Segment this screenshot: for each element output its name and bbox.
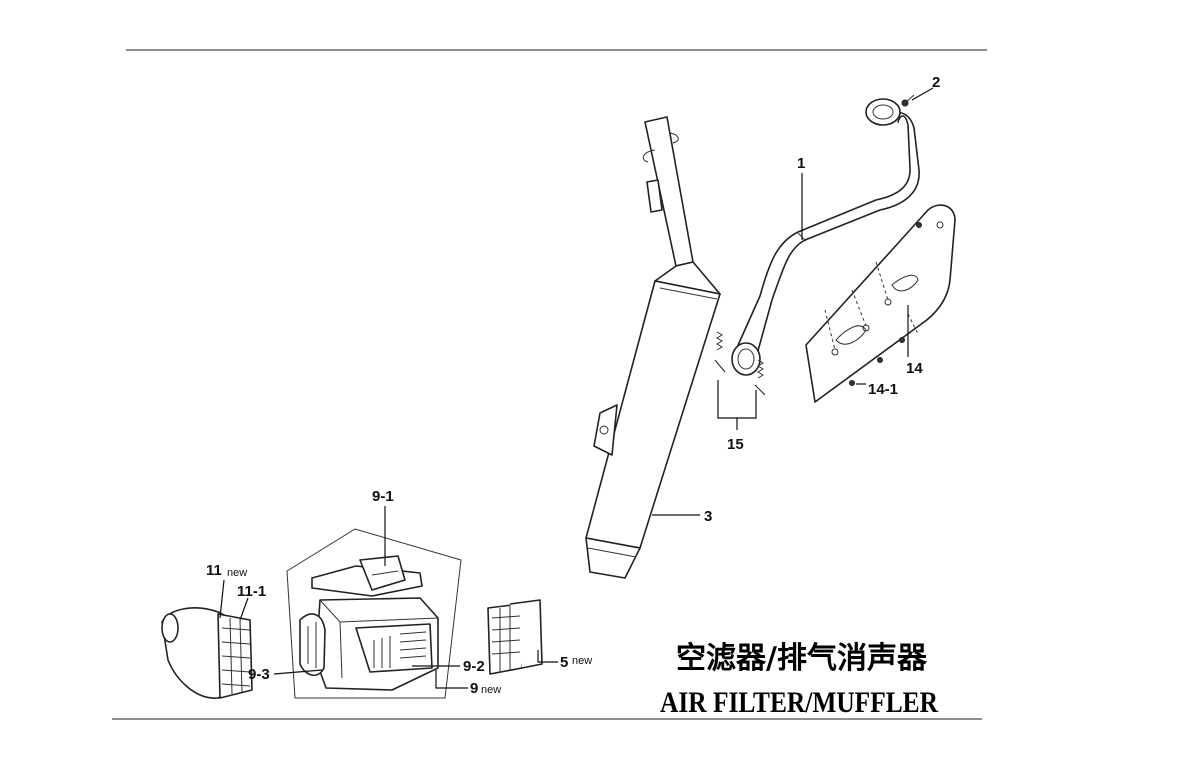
callout-15: 15 xyxy=(727,436,744,453)
leader-lines xyxy=(219,87,934,689)
muffler-part xyxy=(585,116,721,579)
callout-5-new: new xyxy=(572,655,592,667)
callout-9: 9 xyxy=(470,680,478,697)
callout-14: 14 xyxy=(906,360,923,377)
callout-11: 11 xyxy=(206,562,222,579)
callout-11-1: 11-1 xyxy=(237,583,266,600)
callout-9-2: 9-2 xyxy=(463,658,485,675)
heat-shield-part xyxy=(805,204,956,403)
callout-3: 3 xyxy=(704,508,712,525)
air-filter-assembly xyxy=(161,528,543,699)
callout-9-1: 9-1 xyxy=(372,488,394,505)
callout-14-1: 14-1 xyxy=(868,381,898,398)
callout-5: 5 xyxy=(560,654,568,671)
diagram-title-english: AIR FILTER/MUFFLER xyxy=(660,686,938,719)
callout-2: 2 xyxy=(932,74,940,91)
callout-1: 1 xyxy=(797,155,805,172)
callout-9-3: 9-3 xyxy=(248,666,270,683)
callout-11-new: new xyxy=(227,567,247,579)
callout-9-new: new xyxy=(481,684,501,696)
diagram-title-chinese: 空滤器/排气消声器 xyxy=(676,641,928,676)
exhaust-pipe-part xyxy=(714,94,920,396)
